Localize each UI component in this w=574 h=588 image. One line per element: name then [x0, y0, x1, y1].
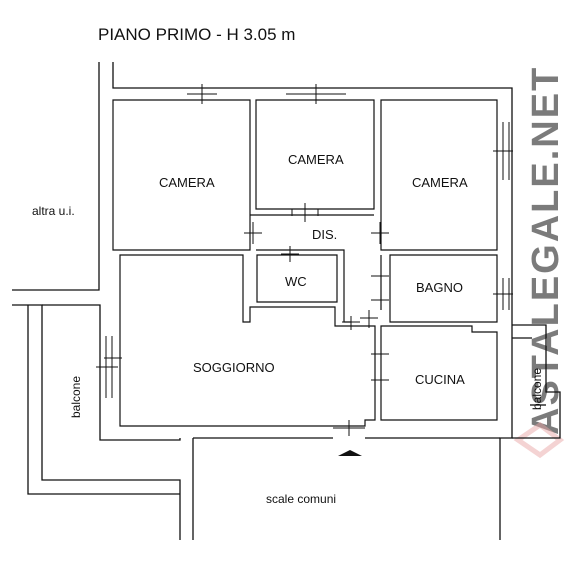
plan-title: PIANO PRIMO - H 3.05 m [98, 25, 295, 44]
windows [96, 84, 513, 398]
outer-walls [12, 62, 561, 540]
room-label-camera-center: CAMERA [288, 152, 344, 167]
room-label-camera-left: CAMERA [159, 175, 215, 190]
label-altra-ui: altra u.i. [32, 204, 75, 218]
label-scale-comuni: scale comuni [266, 492, 336, 506]
entrance-arrow-icon [338, 450, 362, 456]
room-label-camera-right: CAMERA [412, 175, 468, 190]
watermark-logo-icon [513, 421, 565, 459]
room-label-dis: DIS. [312, 227, 337, 242]
room-label-soggiorno: SOGGIORNO [193, 360, 275, 375]
label-balcone-left: balcone [69, 376, 83, 418]
room-label-wc: WC [285, 274, 307, 289]
window-soggiorno [96, 336, 118, 398]
window-camera-center [286, 84, 346, 104]
window-camera-left [187, 84, 217, 104]
window-camera-right [493, 122, 513, 180]
room-label-cucina: CUCINA [415, 372, 465, 387]
label-balcone-right: balcone [530, 368, 544, 410]
room-label-bagno: BAGNO [416, 280, 463, 295]
door-marks [104, 203, 389, 436]
window-bagno [493, 278, 513, 310]
